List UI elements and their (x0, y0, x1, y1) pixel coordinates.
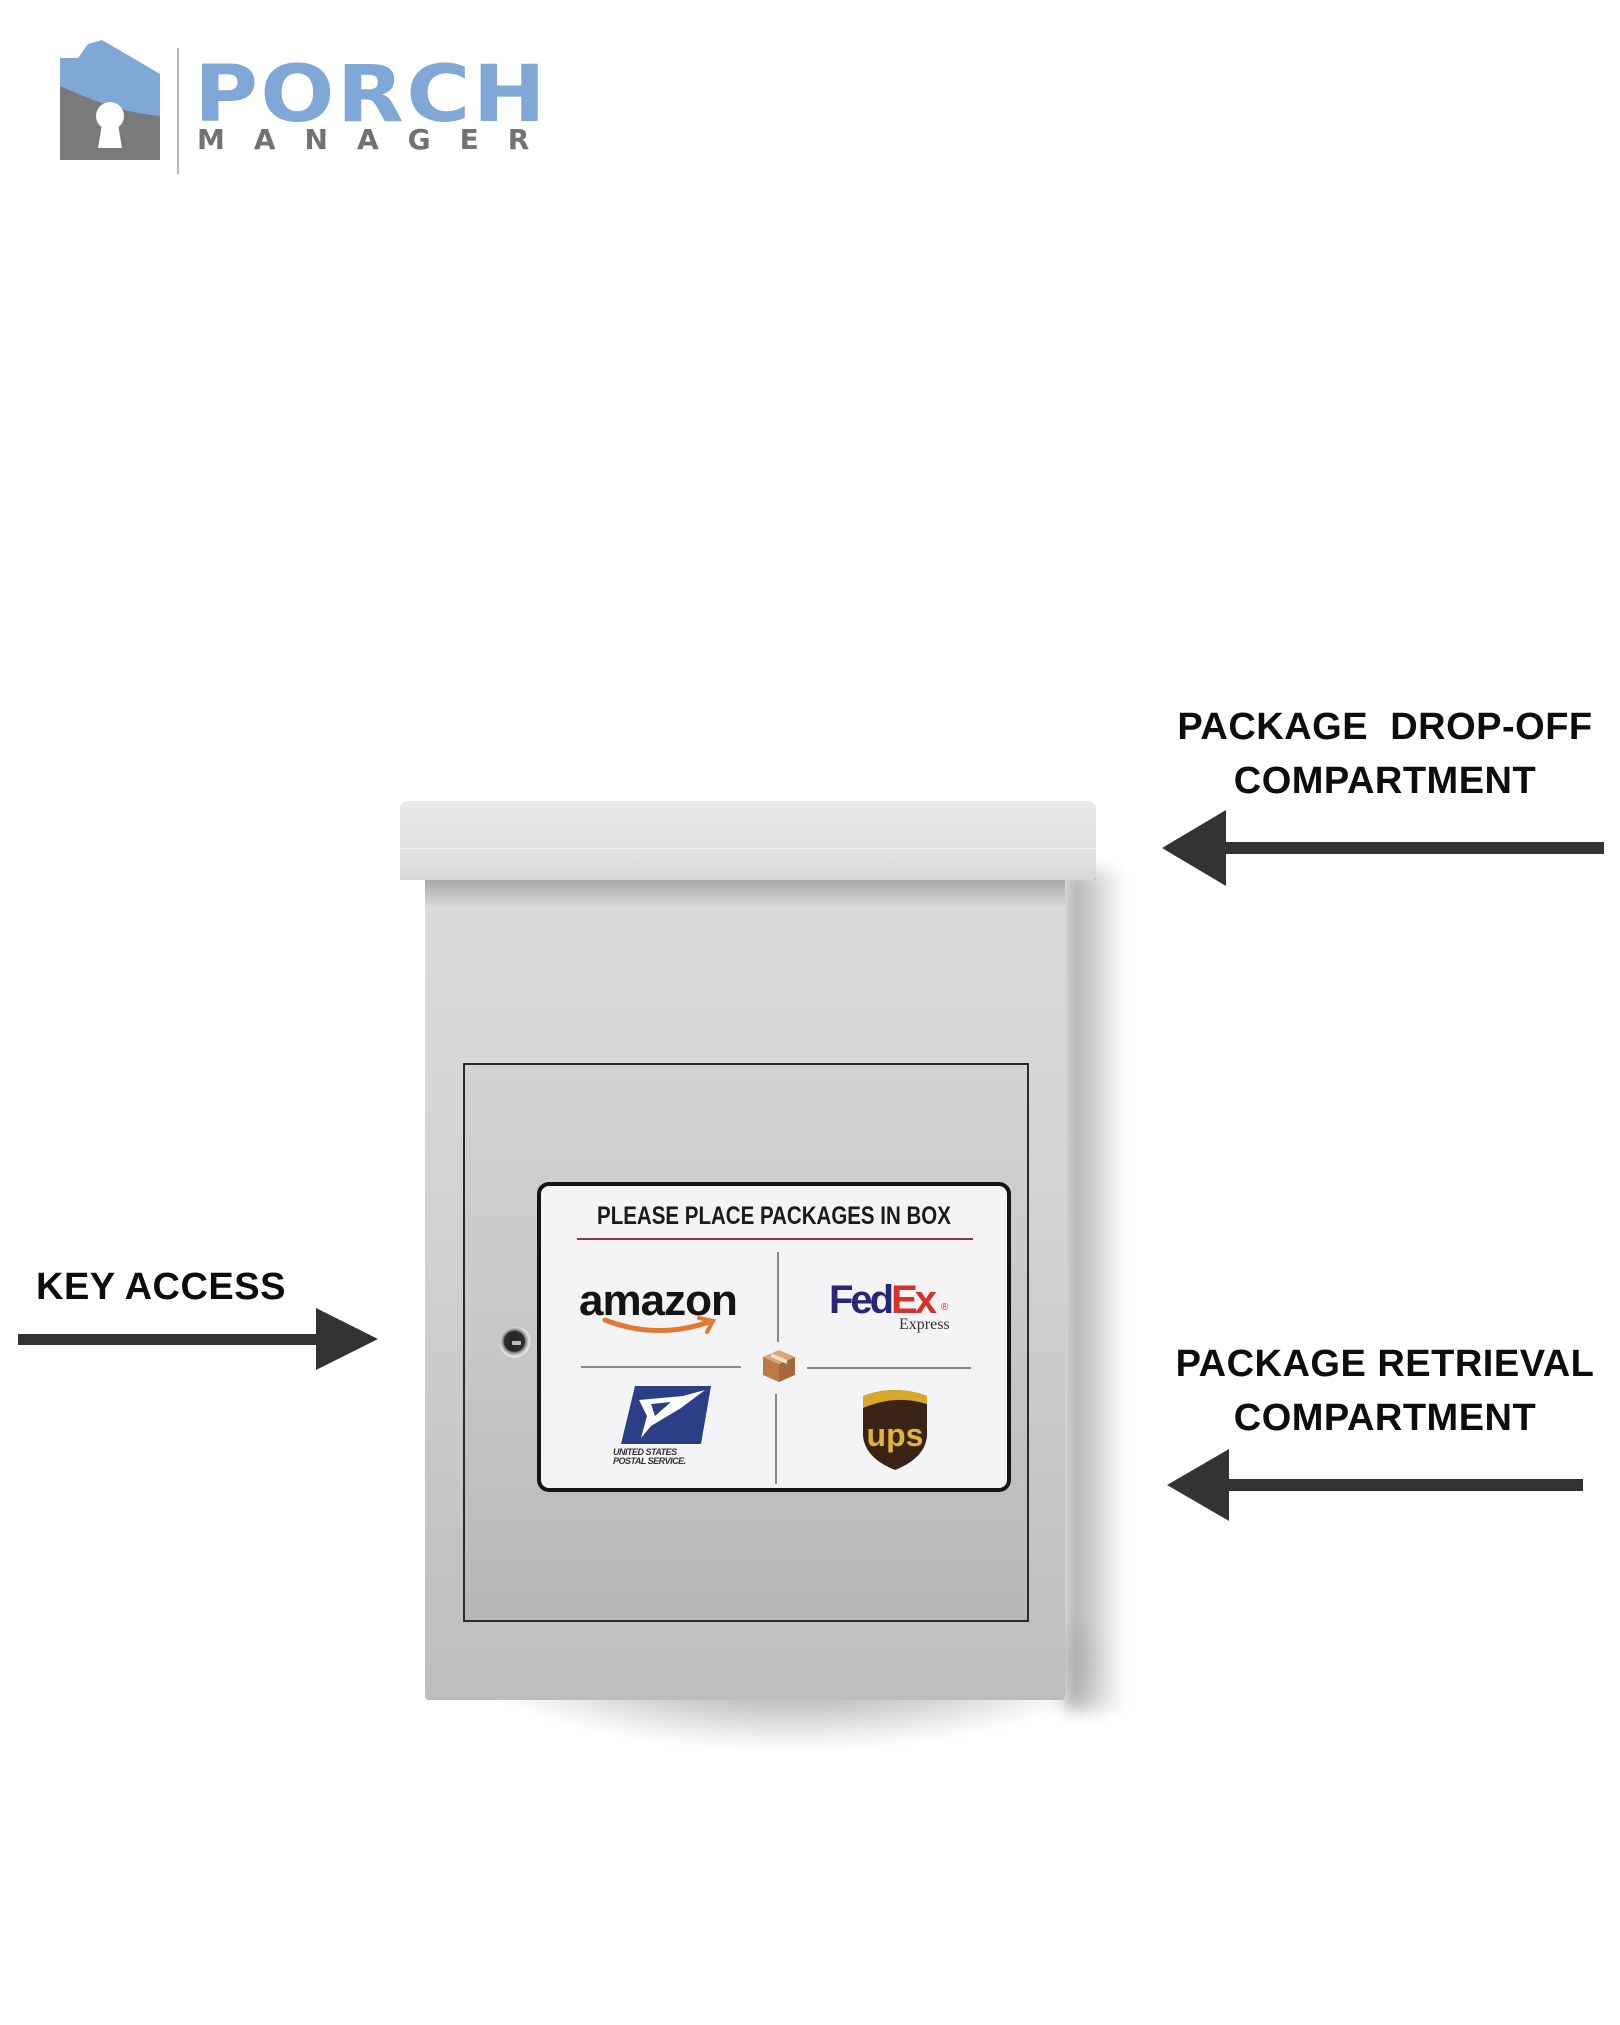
fedex-registered-mark: ® (941, 1302, 949, 1313)
sign-grid-line (775, 1394, 777, 1484)
retrieval-callout-line1: PACKAGE RETRIEVAL (1175, 1343, 1595, 1385)
fedex-logo: FedEx (829, 1278, 937, 1323)
usps-label-line2: POSTAL SERVICE. (613, 1456, 686, 1466)
box-side-shadow (1065, 870, 1125, 1710)
key-access-callout: KEY ACCESS (36, 1266, 286, 1308)
carrier-sign: PLEASE PLACE PACKAGES IN BOX amazon FedE… (537, 1182, 1011, 1492)
dropoff-lid-face (400, 848, 1096, 880)
sign-grid-line (777, 1252, 779, 1342)
ups-shield-logo: ups (859, 1388, 931, 1472)
amazon-smile-icon (601, 1314, 721, 1340)
retrieval-callout: PACKAGE RETRIEVAL COMPARTMENT (1160, 1337, 1610, 1445)
sign-title: PLEASE PLACE PACKAGES IN BOX (597, 1202, 951, 1230)
usps-label-line1: UNITED STATES (613, 1447, 677, 1457)
fedex-express-label: Express (899, 1316, 950, 1333)
ups-text: ups (867, 1417, 924, 1453)
usps-eagle-logo (621, 1386, 711, 1444)
dropoff-callout-line2: COMPARTMENT (1233, 760, 1537, 802)
fedex-ex: Ex (891, 1278, 937, 1322)
sign-grid-line (807, 1367, 971, 1369)
arrow-right-icon (16, 1306, 380, 1372)
logo-wordmark-manager: MANAGER (197, 123, 559, 156)
porch-manager-logo-icon (58, 40, 162, 160)
amazon-logo: amazon (579, 1276, 738, 1325)
cardboard-box-icon (759, 1346, 799, 1386)
logo-wordmark-porch: PORCH (194, 50, 548, 140)
sign-grid-line (581, 1366, 741, 1368)
key-slot (512, 1341, 521, 1345)
usps-label: UNITED STATES POSTAL SERVICE. (613, 1448, 686, 1466)
lid-shadow (425, 878, 1065, 908)
arrow-left-icon (1160, 808, 1606, 888)
dropoff-callout-line1: PACKAGE DROP-OFF (1177, 706, 1593, 748)
retrieval-callout-line2: COMPARTMENT (1233, 1397, 1537, 1439)
sign-divider (577, 1238, 973, 1240)
dropoff-callout: PACKAGE DROP-OFF COMPARTMENT (1160, 700, 1610, 808)
logo-divider (177, 48, 179, 174)
arrow-left-icon (1165, 1447, 1585, 1523)
fedex-fed: Fed (829, 1278, 894, 1322)
